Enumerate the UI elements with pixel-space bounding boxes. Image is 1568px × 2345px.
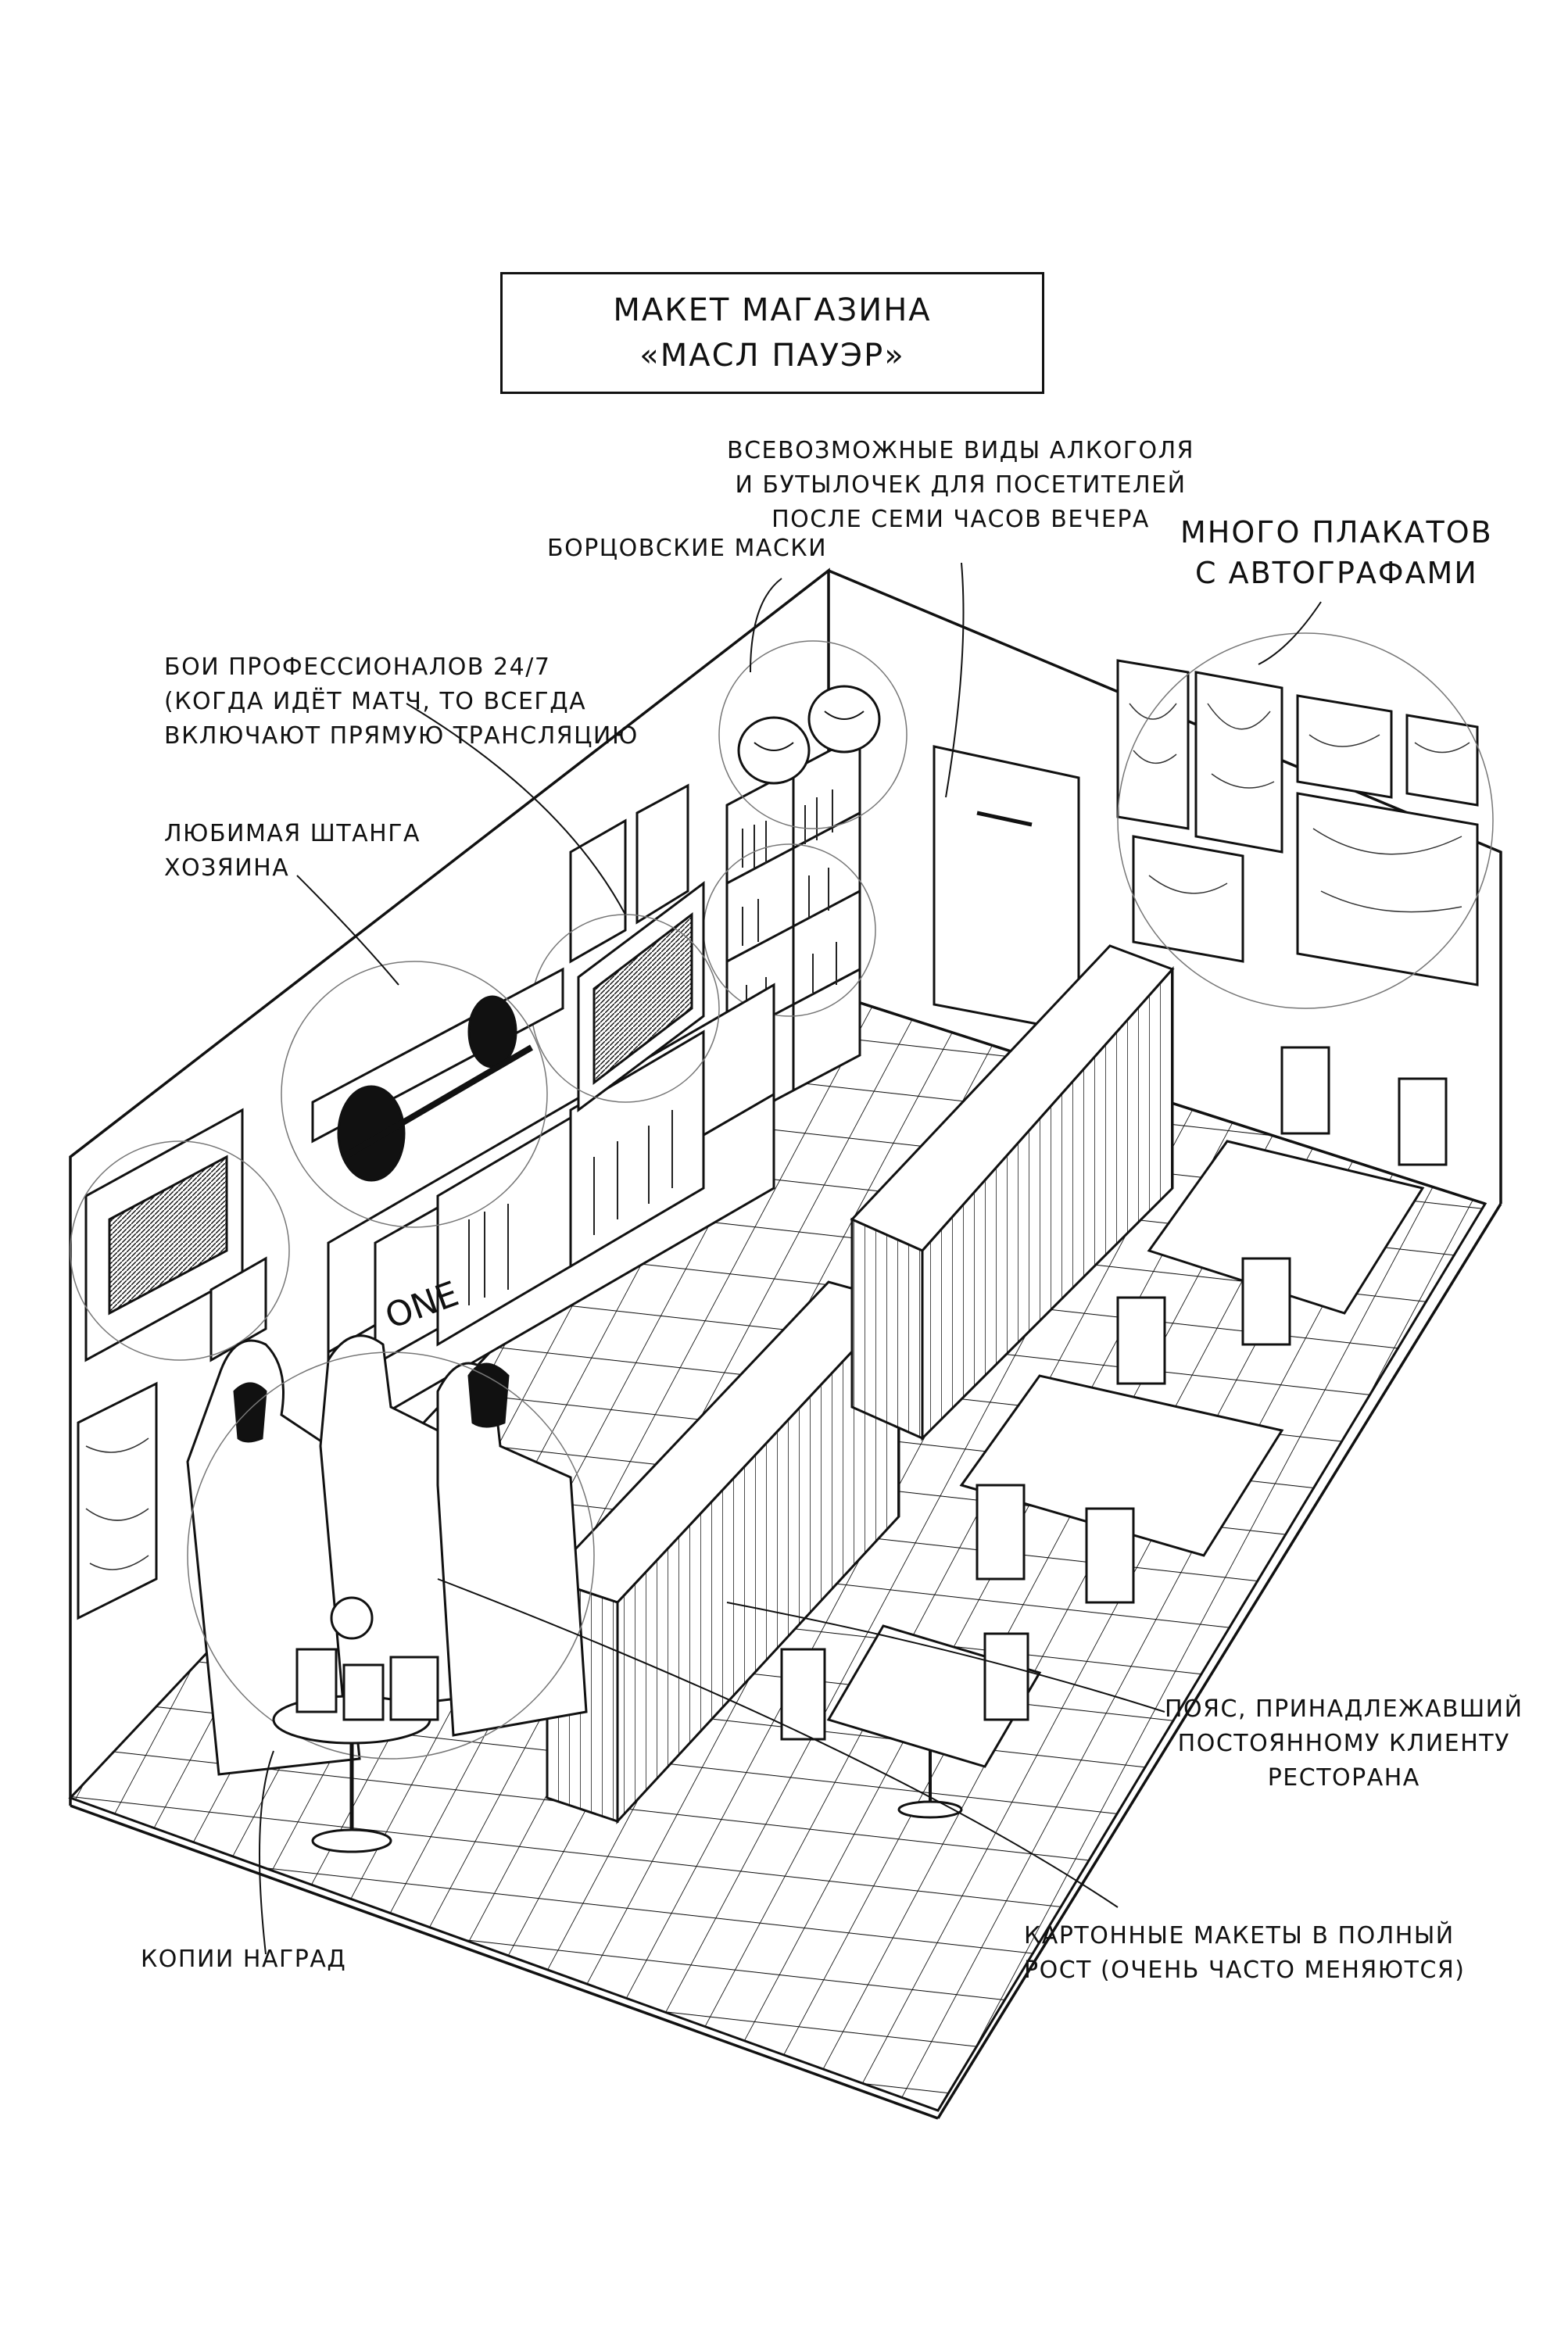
barbell bbox=[281, 961, 564, 1228]
wall-belt-display bbox=[70, 1108, 290, 1362]
front-bar-counter bbox=[545, 1280, 901, 1824]
leader-lines bbox=[259, 562, 1322, 1955]
annotation-line: ХОЗЯИНА bbox=[164, 854, 290, 882]
title-line-2: «МАСЛ ПАУЭР» bbox=[639, 338, 905, 374]
annotation-posters: МНОГО ПЛАКАТОВ С АВТОГРАФАМИ bbox=[1180, 512, 1493, 593]
door bbox=[933, 745, 1080, 1033]
annotation-line: МНОГО ПЛАКАТОВ bbox=[1180, 515, 1493, 550]
annotation-line: (КОГДА ИДЁТ МАТЧ, ТО ВСЕГДА bbox=[164, 688, 587, 715]
title-box: МАКЕТ МАГАЗИНА «МАСЛ ПАУЭР» bbox=[500, 272, 1044, 394]
annotation-line: РЕСТОРАНА bbox=[1267, 1764, 1420, 1792]
annotation-line: ПОСТОЯННОМУ КЛИЕНТУ bbox=[1177, 1730, 1510, 1757]
annotation-line: БОРЦОВСКИЕ МАСКИ bbox=[547, 535, 828, 562]
chairs bbox=[780, 1046, 1448, 1741]
trophy-table bbox=[272, 1596, 439, 1853]
annotation-line: РОСТ (ОЧЕНЬ ЧАСТО МЕНЯЮТСЯ) bbox=[1024, 1957, 1466, 1984]
annotation-line: И БУТЫЛОЧЕК ДЛЯ ПОСЕТИТЕЛЕЙ bbox=[735, 471, 1187, 499]
annotation-line: ПОСЛЕ СЕМИ ЧАСОВ ВЕЧЕРА bbox=[771, 506, 1150, 533]
annotation-masks: БОРЦОВСКИЕ МАСКИ bbox=[547, 532, 827, 566]
annotation-line: КОПИИ НАГРАД bbox=[141, 1946, 347, 1973]
tv-screen bbox=[531, 783, 720, 1112]
annotation-line: ЛЮБИМАЯ ШТАНГА bbox=[164, 820, 421, 847]
annotation-line: ВСЕВОЗМОЖНЫЕ ВИДЫ АЛКОГОЛЯ bbox=[727, 437, 1195, 464]
annotation-alcohol: ВСЕВОЗМОЖНЫЕ ВИДЫ АЛКОГОЛЯ И БУТЫЛОЧЕК Д… bbox=[727, 434, 1194, 537]
back-bar-counter bbox=[850, 944, 1175, 1441]
poster-wall bbox=[1116, 632, 1494, 1009]
annotation-line: БОИ ПРОФЕССИОНАЛОВ 24/7 bbox=[164, 653, 551, 681]
annotation-belt: ПОЯС, ПРИНАДЛЕЖАВШИЙ ПОСТОЯННОМУ КЛИЕНТУ… bbox=[1165, 1692, 1523, 1795]
annotation-barbell: ЛЮБИМАЯ ШТАНГА ХОЗЯИНА bbox=[164, 817, 421, 886]
annotation-line: ВКЛЮЧАЮТ ПРЯМУЮ ТРАНСЛЯЦИЮ bbox=[164, 722, 639, 750]
annotation-trophies: КОПИИ НАГРАД bbox=[141, 1942, 346, 1977]
wrestling-masks bbox=[718, 640, 908, 829]
annotation-cutouts: КАРТОННЫЕ МАКЕТЫ В ПОЛНЫЙ РОСТ (ОЧЕНЬ ЧА… bbox=[1024, 1919, 1466, 1988]
title-line-1: МАКЕТ МАГАЗИНА bbox=[613, 292, 932, 328]
annotation-tv: БОИ ПРОФЕССИОНАЛОВ 24/7 (КОГДА ИДЁТ МАТЧ… bbox=[164, 650, 639, 754]
left-wall-poster bbox=[77, 1381, 158, 1620]
annotation-line: ПОЯС, ПРИНАДЛЕЖАВШИЙ bbox=[1165, 1695, 1523, 1723]
annotation-line: С АВТОГРАФАМИ bbox=[1194, 556, 1478, 590]
annotation-line: КАРТОННЫЕ МАКЕТЫ В ПОЛНЫЙ bbox=[1024, 1922, 1455, 1949]
